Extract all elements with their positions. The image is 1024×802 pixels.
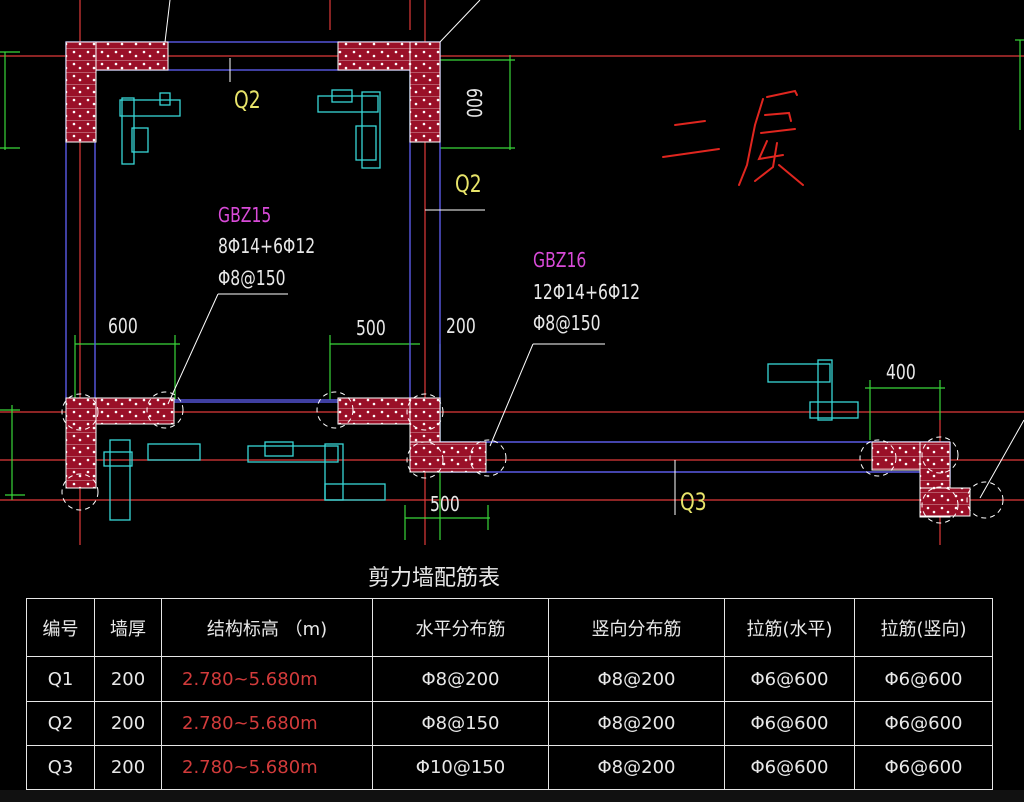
axis-lines bbox=[0, 0, 1024, 545]
dimension-text-far: 400 bbox=[886, 360, 916, 384]
wall-mark-q3: Q3 bbox=[680, 488, 707, 516]
table-row: Q2 200 2.780~5.680m Φ8@150 Φ8@200 Φ6@600… bbox=[26, 701, 993, 746]
cell-thickness: 200 bbox=[94, 656, 162, 702]
column-longitudinal-gbz15: 8Φ14+6Φ12 bbox=[218, 234, 316, 258]
cell-tie-horizontal: Φ6@600 bbox=[724, 656, 855, 702]
cell-id: Q3 bbox=[26, 745, 95, 790]
cell-vertical: Φ8@200 bbox=[548, 656, 725, 702]
cell-id: Q2 bbox=[26, 701, 95, 746]
header-vertical-bars: 竖向分布筋 bbox=[548, 598, 725, 657]
dimension-text-bottom: 500 bbox=[430, 492, 460, 516]
dimension-text-left: 600 bbox=[108, 314, 138, 338]
wall-mark-q2-top: Q2 bbox=[234, 86, 261, 114]
column-longitudinal-gbz16: 12Φ14+6Φ12 bbox=[533, 280, 641, 304]
column-stirrup-gbz15: Φ8@150 bbox=[218, 266, 286, 290]
header-thickness: 墙厚 bbox=[94, 598, 162, 657]
header-tie-vertical: 拉筋(竖向) bbox=[854, 598, 993, 657]
column-blocks bbox=[65, 41, 971, 518]
cell-tie-horizontal: Φ6@600 bbox=[724, 701, 855, 746]
dimension-text-mid: 500 bbox=[356, 316, 386, 340]
table-row: Q1 200 2.780~5.680m Φ8@200 Φ8@200 Φ6@600… bbox=[26, 656, 993, 702]
table-header-row: 编号 墙厚 结构标高 （m) 水平分布筋 竖向分布筋 拉筋(水平) 拉筋(竖向) bbox=[26, 598, 993, 657]
header-elevation: 结构标高 （m) bbox=[161, 598, 373, 657]
table-title: 剪力墙配筋表 bbox=[368, 566, 501, 591]
dimension-lines bbox=[0, 39, 1024, 540]
wall-mark-q2-right: Q2 bbox=[455, 170, 482, 198]
cell-tie-vertical: Φ6@600 bbox=[854, 656, 993, 702]
column-stirrup-gbz16: Φ8@150 bbox=[533, 311, 601, 335]
column-label-gbz16: GBZ16 bbox=[533, 248, 587, 272]
table-row: Q3 200 2.780~5.680m Φ10@150 Φ8@200 Φ6@60… bbox=[26, 745, 993, 790]
rebar-detail-symbols bbox=[103, 89, 859, 521]
cell-tie-vertical: Φ6@600 bbox=[854, 745, 993, 790]
detail-circles bbox=[61, 391, 1004, 524]
cell-horizontal: Φ8@150 bbox=[372, 701, 549, 746]
header-horizontal-bars: 水平分布筋 bbox=[372, 598, 549, 657]
cell-thickness: 200 bbox=[94, 745, 162, 790]
column-label-gbz15: GBZ15 bbox=[218, 203, 272, 227]
cell-id: Q1 bbox=[26, 656, 95, 702]
cell-horizontal: Φ10@150 bbox=[372, 745, 549, 790]
cell-tie-vertical: Φ6@600 bbox=[854, 701, 993, 746]
cell-elevation: 2.780~5.680m bbox=[161, 656, 373, 702]
dimension-text-wall: 200 bbox=[446, 314, 476, 338]
cell-tie-horizontal: Φ6@600 bbox=[724, 745, 855, 790]
cell-elevation: 2.780~5.680m bbox=[161, 745, 373, 790]
cad-plan-drawing bbox=[0, 0, 1024, 545]
header-id: 编号 bbox=[26, 598, 95, 657]
cell-elevation: 2.780~5.680m bbox=[161, 701, 373, 746]
leader-lines bbox=[164, 0, 1024, 515]
cell-thickness: 200 bbox=[94, 701, 162, 746]
floor-label-handwritten bbox=[662, 89, 804, 186]
shear-wall-rebar-table: 编号 墙厚 结构标高 （m) 水平分布筋 竖向分布筋 拉筋(水平) 拉筋(竖向)… bbox=[26, 598, 993, 790]
cell-horizontal: Φ8@200 bbox=[372, 656, 549, 702]
cell-vertical: Φ8@200 bbox=[548, 745, 725, 790]
cell-vertical: Φ8@200 bbox=[548, 701, 725, 746]
bottom-strip bbox=[0, 790, 1024, 802]
dimension-text-right: 600 bbox=[462, 88, 486, 118]
header-tie-horizontal: 拉筋(水平) bbox=[724, 598, 855, 657]
